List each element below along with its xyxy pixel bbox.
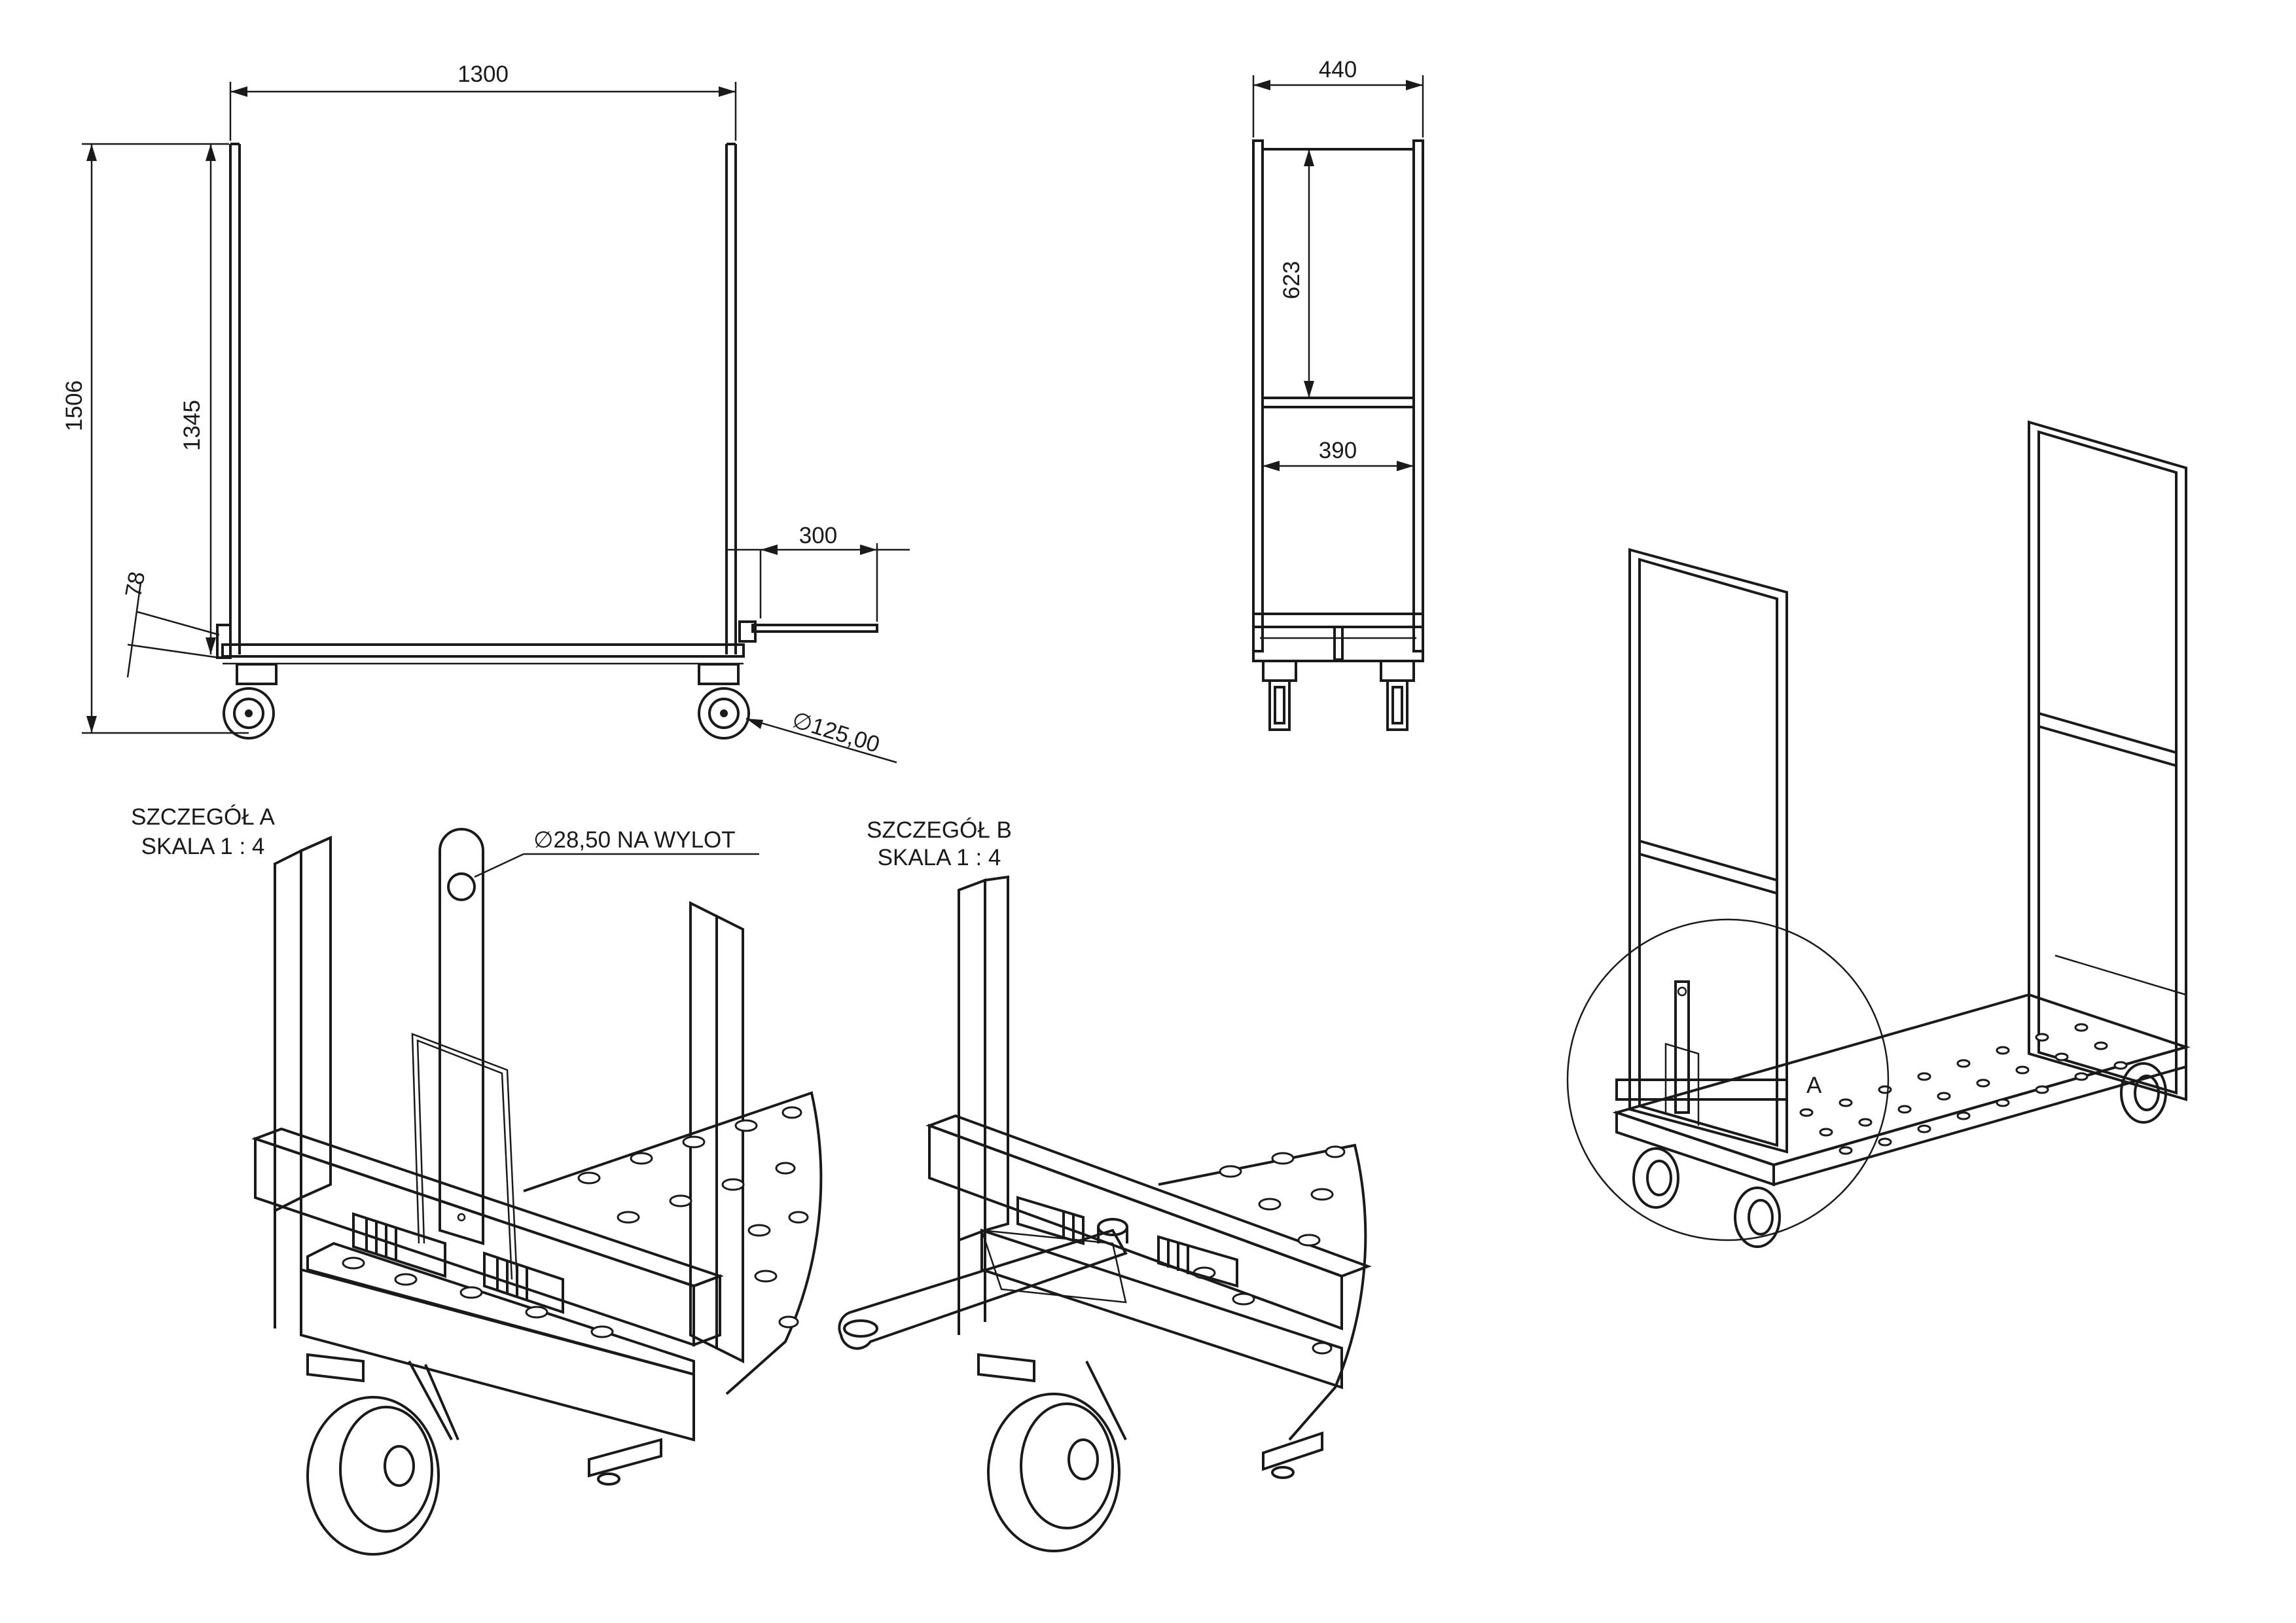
- dimension-handle-300: 300: [726, 523, 910, 622]
- dim-label-1345: 1345: [179, 400, 205, 451]
- detail-b-scale: SKALA 1 : 4: [878, 845, 1001, 870]
- dim-label-1300: 1300: [457, 62, 509, 87]
- front-view: 1300 1506 1345 78: [62, 62, 910, 764]
- iso-detail-circle-a: A: [1566, 918, 1890, 1241]
- front-left-caster: [223, 663, 278, 740]
- detail-a-wire-guide: [411, 1033, 518, 1283]
- detail-b-caster: [977, 1353, 1127, 1552]
- dim-label-440: 440: [1319, 57, 1357, 82]
- detail-a-brake: [588, 1438, 662, 1486]
- dimension-floor-78: 78: [120, 569, 220, 678]
- detail-a-front-beam: [251, 1127, 724, 1347]
- iso-rear-frame: [2028, 420, 2187, 1101]
- iso-caster-front-left: [1632, 1147, 1679, 1209]
- detail-a-perforated-floor: [523, 1091, 823, 1395]
- isometric-view: A: [1566, 420, 2191, 1248]
- dim-label-wheel-diameter: ∅125,00: [789, 707, 883, 758]
- detail-a-hole-leader: ∅28,50 NA WYLOT: [474, 827, 759, 878]
- side-frame: [1252, 139, 1424, 662]
- iso-caster-rear-right: [2120, 1062, 2167, 1124]
- detail-a-hole-note: ∅28,50 NA WYLOT: [533, 827, 736, 853]
- detail-a-scale: SKALA 1 : 4: [141, 834, 265, 859]
- dimension-height-1506: 1506: [62, 143, 249, 734]
- dim-label-623: 623: [1279, 261, 1304, 299]
- iso-lifting-bar: [1615, 980, 1788, 1126]
- detail-b-brake: [1262, 1431, 1323, 1479]
- side-view: 440 623 390: [1252, 57, 1424, 731]
- dimension-height-1345: 1345: [179, 144, 216, 654]
- dimension-width-440: 440: [1252, 57, 1424, 137]
- detail-a-right-upright: [689, 901, 744, 1364]
- detail-a-left-upright: [274, 835, 332, 1329]
- iso-caster-front-right: [1734, 1186, 1781, 1248]
- detail-b-front-beam: [925, 1114, 1372, 1330]
- detail-a-lower-floor: [306, 1241, 695, 1376]
- front-right-caster: [698, 663, 750, 740]
- dim-label-300: 300: [799, 523, 837, 548]
- detail-a: SZCZEGÓŁ A SKALA 1 : 4: [131, 804, 823, 1556]
- detail-a-caster: [306, 1353, 459, 1556]
- side-right-caster: [1380, 660, 1415, 731]
- detail-b: SZCZEGÓŁ B SKALA 1 : 4: [838, 817, 1372, 1552]
- dimension-shelf-623: 623: [1279, 149, 1314, 398]
- detail-b-perforated-floor: [1158, 1143, 1367, 1441]
- side-left-caster: [1262, 660, 1297, 731]
- detail-a-lifting-bar: [439, 828, 484, 1245]
- detail-b-title: SZCZEGÓŁ B: [867, 817, 1012, 843]
- front-frame: [216, 143, 878, 665]
- detail-a-pin-springs: [352, 1212, 564, 1314]
- dim-label-1506: 1506: [62, 380, 87, 431]
- dimension-width-1300: 1300: [229, 62, 737, 141]
- iso-detail-marker: A: [1806, 1073, 1822, 1098]
- dim-label-78: 78: [120, 569, 150, 599]
- iso-perforated-deck: [1612, 954, 2191, 1186]
- iso-front-frame: [1628, 548, 1788, 1154]
- dim-label-390: 390: [1319, 438, 1357, 463]
- detail-b-pin-springs: [1016, 1196, 1238, 1288]
- detail-a-lower-rail: [300, 1268, 695, 1442]
- dimension-width-390: 390: [1263, 438, 1414, 471]
- dimension-wheel-diameter: ∅125,00: [745, 707, 897, 764]
- detail-b-lower-rail: [980, 1228, 1343, 1389]
- detail-a-title: SZCZEGÓŁ A: [131, 804, 275, 830]
